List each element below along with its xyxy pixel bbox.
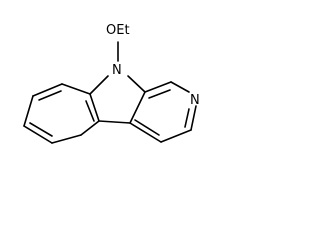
bond-c4a-c8a <box>129 91 146 124</box>
bond-c8a-c8-inner <box>148 89 171 99</box>
bond-c3-c4 <box>23 125 53 144</box>
bond-c1-c2-inner <box>38 90 62 101</box>
label-n-pyridine: N <box>190 93 200 108</box>
bond-c4-c4b <box>51 134 82 144</box>
bond-c2-c3 <box>23 95 34 127</box>
bond-c6-c5 <box>160 129 192 143</box>
bond-c1-c2 <box>32 83 63 97</box>
bond-c5-c4a-inner <box>134 119 160 136</box>
bond-c8a-c8 <box>144 81 172 93</box>
bond-n-c9a <box>89 75 109 95</box>
bond-c8-n7 <box>170 81 190 93</box>
bond-c9a-inner <box>85 100 95 122</box>
bond-n-c8a <box>127 75 146 93</box>
bond-c9a-c1 <box>61 83 91 95</box>
label-n-pyrrole: N <box>112 63 122 78</box>
chemical-structure-diagram: OEt N N <box>0 0 225 163</box>
bond-c4b-c9a-ar <box>80 120 100 136</box>
background <box>0 0 225 163</box>
bond-n7-c6-inner <box>184 108 190 128</box>
bond-c5-c4a <box>129 122 162 143</box>
bond-c9a-c4b <box>89 93 100 122</box>
bond-c4b-c4a <box>98 120 131 124</box>
bond-c3-c4-inner <box>29 122 53 137</box>
label-oet: OEt <box>106 23 130 38</box>
bond-n7-c6 <box>190 105 197 131</box>
